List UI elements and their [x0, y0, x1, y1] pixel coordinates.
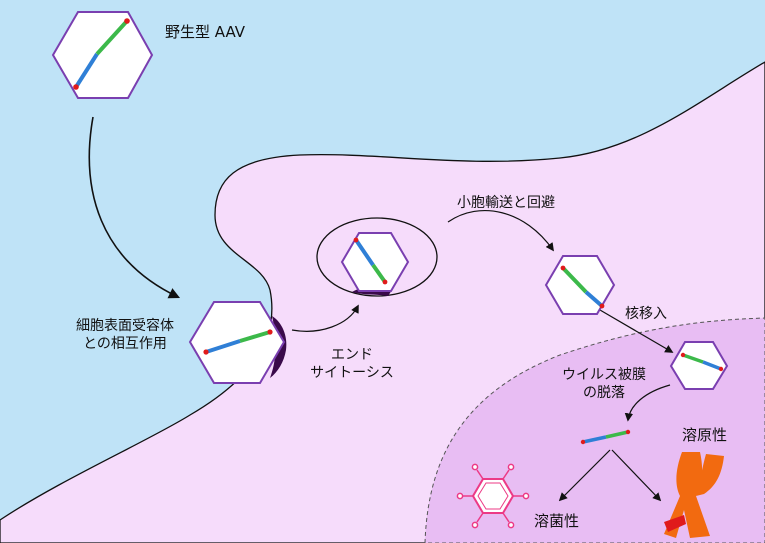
label-uncoating: ウイルス被膜 の脱落 — [556, 366, 652, 402]
label-wild-type: 野生型 AAV — [165, 23, 246, 41]
chromosome-icon — [664, 452, 724, 538]
label-receptor-line2: との相互作用 — [83, 336, 167, 352]
aav-capsid-endosome — [340, 232, 410, 292]
uncoated-genome — [580, 429, 631, 445]
label-trafficking: 小胞輸送と回避 — [457, 195, 555, 211]
label-uncoating-line2: の脱落 — [583, 385, 625, 401]
arrow-binding — [88, 116, 181, 299]
aav-capsid-wildtype — [51, 11, 154, 99]
lytic-hexagon-icon — [456, 463, 530, 529]
arrow-nuclear-entry — [599, 309, 674, 353]
arrow-lytic — [558, 449, 611, 502]
aav-capsid-nuclear — [669, 341, 729, 390]
arrow-trafficking — [447, 209, 554, 252]
aav-capsid-trafficking — [544, 255, 616, 315]
label-receptor-line1: 細胞表面受容体 — [76, 318, 174, 334]
label-nuclear-entry: 核移入 — [625, 306, 667, 322]
label-uncoating-line1: ウイルス被膜 — [562, 367, 646, 383]
aav-capsid-bound — [188, 301, 286, 384]
label-receptor: 細胞表面受容体 との相互作用 — [62, 317, 188, 353]
label-endocytosis: エンド サイトーシス — [300, 346, 404, 382]
label-endocytosis-line2: サイトーシス — [310, 365, 394, 381]
label-lytic: 溶菌性 — [534, 512, 580, 530]
label-endocytosis-line1: エンド — [331, 347, 373, 363]
label-lysogenic: 溶原性 — [682, 426, 728, 444]
arrow-lysogenic — [611, 449, 662, 502]
arrow-endocytosis — [291, 304, 359, 332]
arrow-uncoating — [624, 384, 671, 422]
